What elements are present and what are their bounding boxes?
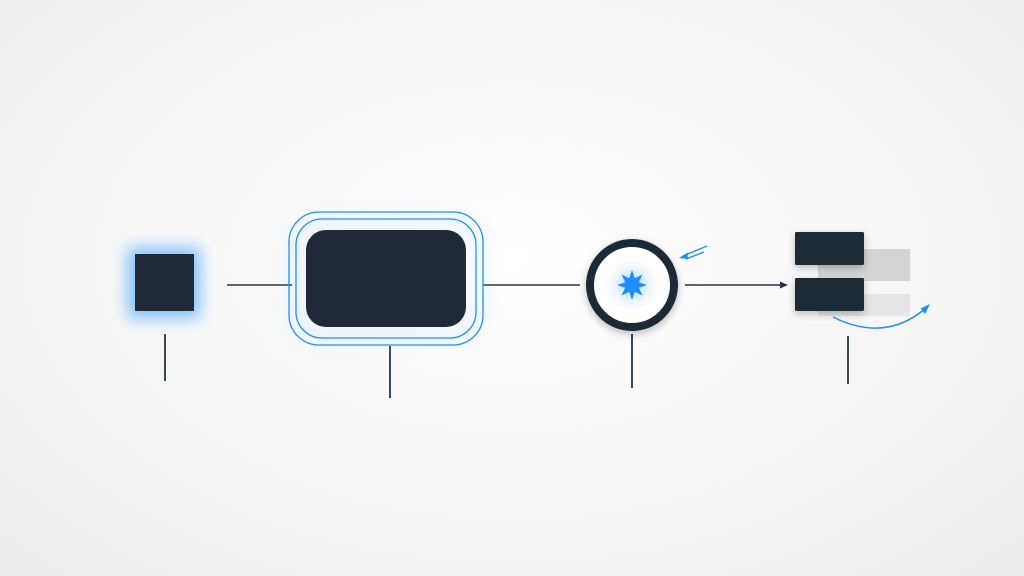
output-bar-bottom [795,278,864,311]
connector-arrowhead [780,281,788,289]
curved-arrow-icon [832,304,930,329]
input-square [135,254,194,311]
process-block [306,230,466,327]
output-stack-node [795,232,930,329]
process-block-inner-outline [295,218,477,339]
incoming-arrow-icon [679,245,708,260]
output-bar-top [795,232,864,265]
connectors [227,281,788,289]
sparkle-icon [617,270,647,300]
input-square-node [128,248,200,318]
process-block-outer-outline [288,211,484,346]
node-stems [164,334,849,398]
process-block-node [288,211,484,346]
hub-circle-node [586,239,708,331]
